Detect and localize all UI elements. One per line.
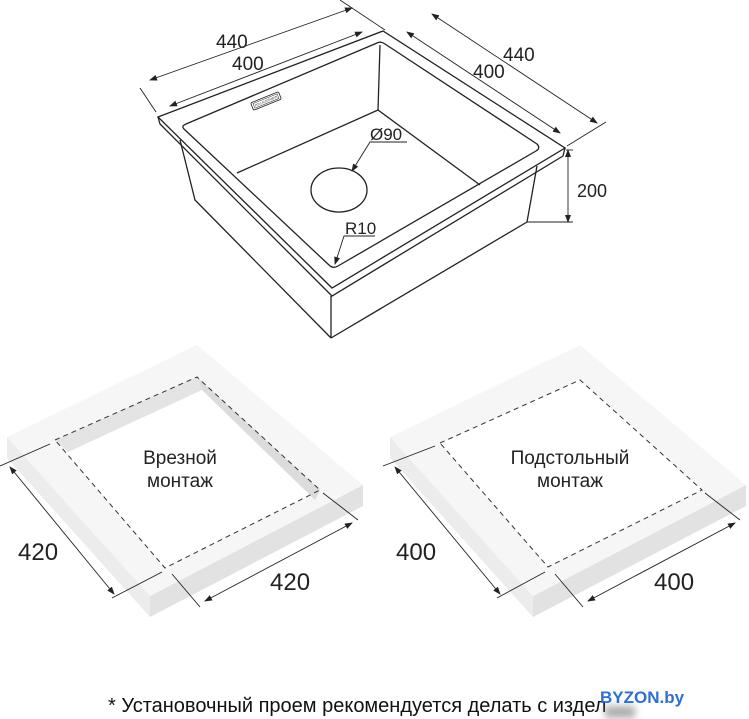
bowl-floor-left bbox=[236, 109, 379, 174]
corner-radius-label: R10 bbox=[345, 219, 376, 238]
sink-body-left bbox=[179, 139, 332, 339]
left-cutout-title-line2: монтаж bbox=[147, 471, 213, 492]
right-cutout-title-line1: Подстольный bbox=[510, 448, 630, 469]
dim-inner-width: 400 bbox=[232, 54, 264, 75]
sink-rim-edge bbox=[157, 116, 566, 297]
bowl-floor-right bbox=[377, 109, 481, 186]
right-cutout-side-dim: 400 bbox=[396, 539, 436, 566]
right-cutout-front-dim: 400 bbox=[654, 569, 694, 596]
dim-inner-depth: 400 bbox=[473, 62, 505, 83]
bowl-back-corner bbox=[377, 44, 381, 111]
installation-footnote: * Установочный проем рекомендуется делат… bbox=[108, 695, 607, 717]
dim-height: 200 bbox=[577, 181, 607, 201]
watermark-logo: BYZON.by bbox=[600, 688, 685, 707]
right-cutout-title-line2: монтаж bbox=[537, 471, 603, 492]
left-cutout-title-line1: Врезной bbox=[143, 448, 217, 469]
countertop-cutout-right: 400 400 bbox=[382, 345, 746, 617]
left-cutout-title: Врезной монтаж bbox=[120, 447, 240, 493]
drain-diameter-label: Ø90 bbox=[370, 125, 402, 144]
sink-dimensions bbox=[139, 0, 607, 265]
left-cutout-side-dim: 420 bbox=[18, 539, 58, 566]
left-cutout-front-dim: 420 bbox=[270, 569, 310, 596]
dim-outer-depth: 440 bbox=[503, 45, 535, 66]
countertop-cutout-left: 420 420 bbox=[0, 345, 363, 617]
sink-bowl-rim bbox=[182, 41, 540, 268]
watermark-shadow bbox=[605, 706, 635, 718]
dim-outer-width: 440 bbox=[216, 32, 248, 53]
drain-hole bbox=[310, 167, 368, 213]
right-cutout-title: Подстольный монтаж bbox=[495, 447, 645, 493]
